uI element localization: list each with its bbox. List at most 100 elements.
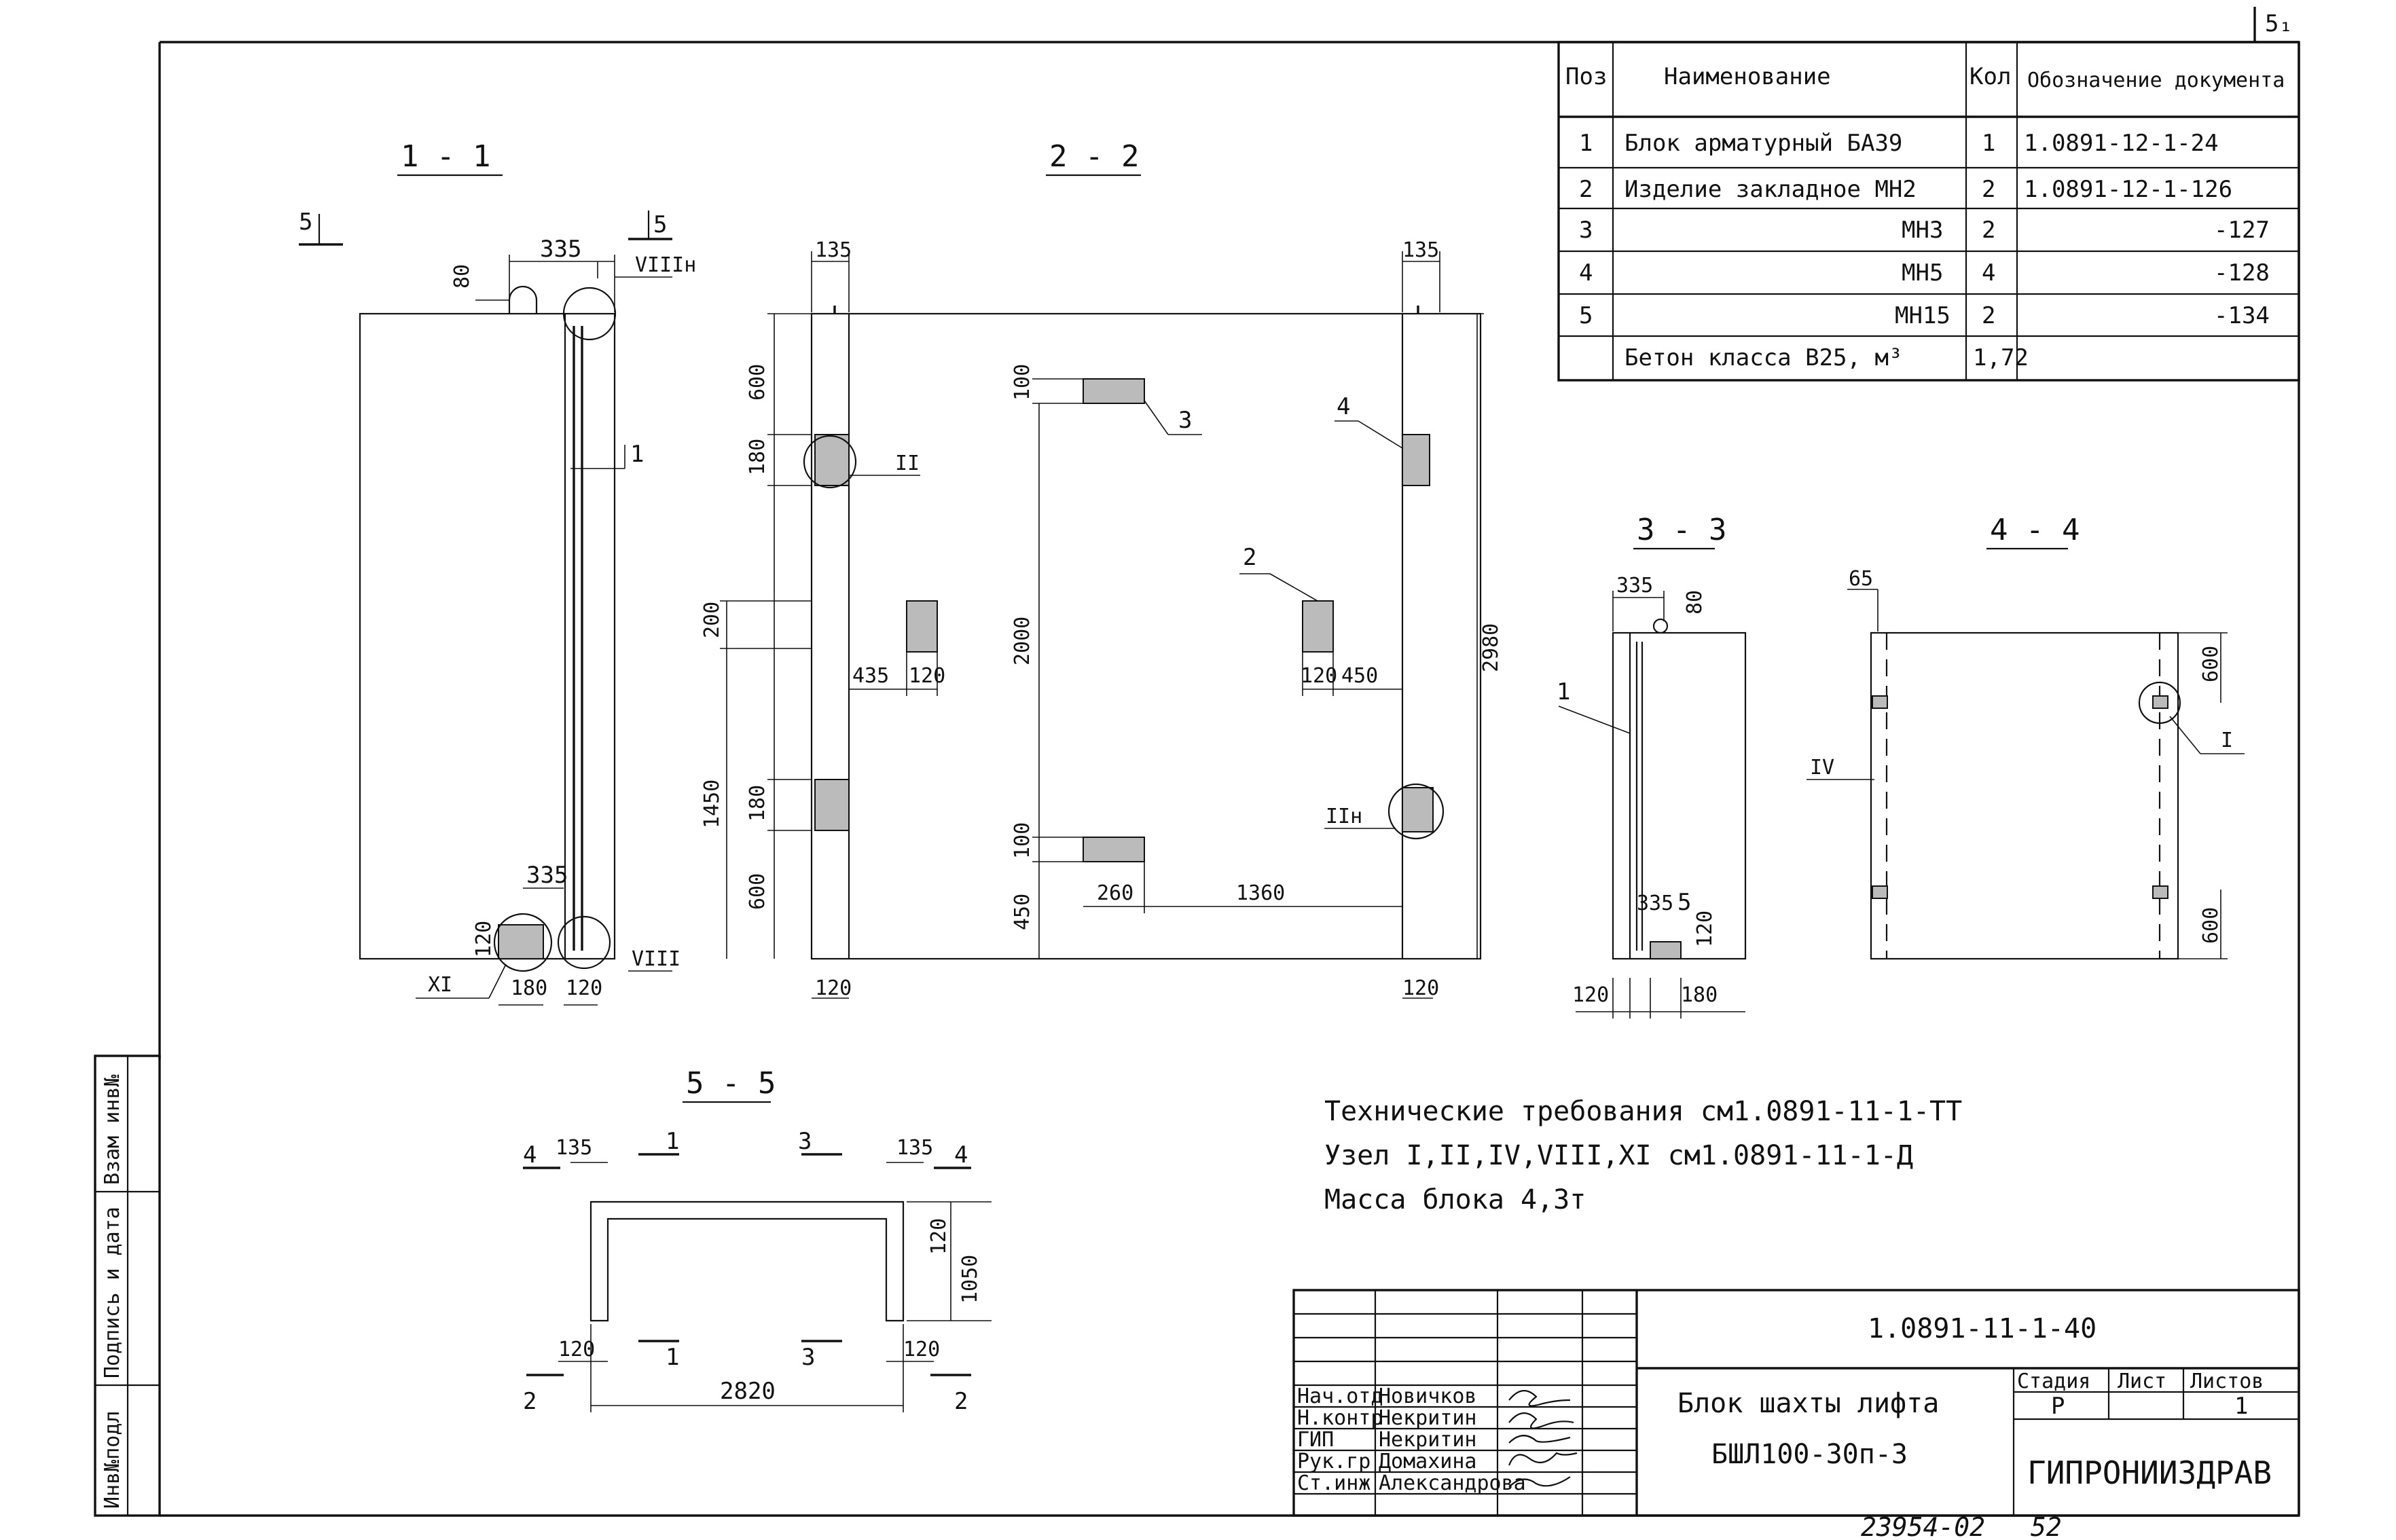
label-dims-d120: 120 xyxy=(927,1218,951,1255)
label-spec-rows-0-qty: 1 xyxy=(1982,130,1995,157)
label-dims-d200: 200 xyxy=(700,602,724,638)
list-item: ГИП Некритин xyxy=(1297,1428,1477,1452)
label-dims-d180: 180 xyxy=(746,785,769,822)
label-title_block-sheets: 1 xyxy=(2234,1393,2248,1420)
label-dims-d100: 100 xyxy=(1011,822,1034,859)
label-sections-s44: 4 - 4 xyxy=(1990,513,2080,547)
label-marks-p1: 1 xyxy=(1557,678,1570,705)
section-4-4: 4 - 4 65 600 600 IV I xyxy=(1807,513,2245,960)
label-spec-rows-4-pos: 5 xyxy=(1579,302,1593,329)
signatures xyxy=(1508,1390,1578,1488)
label-marks-p2: 2 xyxy=(1243,544,1256,571)
corner-sheet-number: 5₁ xyxy=(2265,10,2293,37)
side-stamp: Взам инв№ Подпись и дата Инв№подл xyxy=(94,1055,161,1517)
label-nodes-VIIIn: VIIIн xyxy=(635,253,696,277)
label-title_block-people-3-name: Домахина xyxy=(1379,1450,1477,1473)
label-dims-d335: 335 xyxy=(540,236,581,263)
organization-name: ГИПРОНИИЗДРАВ xyxy=(2027,1454,2272,1491)
label-nodes-XI: XI xyxy=(428,973,452,997)
label-sections-s33: 3 - 3 xyxy=(1637,513,1726,547)
spec-header-name: Наименование xyxy=(1664,63,1831,90)
label-dims-d2980: 2980 xyxy=(1479,623,1503,672)
label-dims-d120: 120 xyxy=(815,976,852,1000)
label-marks-c3: 3 xyxy=(801,1344,815,1371)
section-2-2: 2 - 2 135 135 600 180 180 600 xyxy=(700,139,1503,1000)
label-dims-d600: 600 xyxy=(746,364,769,401)
table-row: 4 МН5 4 -128 xyxy=(1579,259,2270,287)
label-dims-d120: 120 xyxy=(1301,664,1337,688)
label-title_block-people-3-role: Рук.гр xyxy=(1297,1450,1371,1473)
label-title_block-people-2-name: Некритин xyxy=(1379,1428,1477,1452)
label-title_block-people-4-name: Александрова xyxy=(1379,1471,1526,1495)
label-dims-d600: 600 xyxy=(746,873,769,910)
label-title_block-people-1-role: Н.контр xyxy=(1297,1406,1383,1430)
technical-notes: Технические требования см1.0891-11-1-ТТ … xyxy=(1324,1096,1962,1215)
label-spec-rows-2-name: МН3 xyxy=(1902,217,1943,244)
label-spec-rows-5-name: Бетон класса В25, м³ xyxy=(1624,344,1902,371)
label-nodes-I: I xyxy=(2221,729,2233,752)
footer-number: 23954-02 xyxy=(1861,1512,1985,1540)
spec-table: Поз Наименование Кол Обозначение докумен… xyxy=(1557,41,2300,382)
table-row: Бетон класса В25, м³ 1,72 xyxy=(1624,344,2029,371)
side-stamp-signature: Подпись и дата xyxy=(101,1207,124,1378)
label-dims-d120: 120 xyxy=(472,921,496,957)
label-marks-c5: 5 xyxy=(653,211,667,238)
label-marks-c2: 2 xyxy=(954,1388,968,1415)
label-dims-d450: 450 xyxy=(1341,664,1378,688)
label-dims-d335: 335 xyxy=(526,862,568,889)
label-title_block-sheet_label: Лист xyxy=(2118,1370,2166,1393)
spec-header-pos: Поз xyxy=(1565,63,1607,90)
footer-page: 52 xyxy=(2031,1512,2062,1540)
label-spec-rows-3-pos: 4 xyxy=(1579,259,1593,287)
label-spec-rows-0-pos: 1 xyxy=(1579,130,1593,157)
label-title_block-people-2-role: ГИП xyxy=(1297,1428,1334,1452)
label-spec-rows-2-doc: -127 xyxy=(2214,217,2270,244)
table-row: 2 Изделие закладное МН2 2 1.0891-12-1-12… xyxy=(1579,176,2232,203)
label-nodes-IIn: IIн xyxy=(1326,805,1362,828)
label-spec-rows-2-pos: 3 xyxy=(1579,217,1593,244)
label-marks-p3: 3 xyxy=(1178,407,1192,434)
list-item: Рук.гр Домахина xyxy=(1297,1450,1477,1473)
label-dims-d180: 180 xyxy=(746,439,769,475)
table-row: 1 Блок арматурный БА39 1 1.0891-12-1-24 xyxy=(1579,130,2219,157)
label-dims-d1050: 1050 xyxy=(958,1255,982,1304)
label-marks-c4: 4 xyxy=(523,1141,537,1169)
label-marks-p1: 1 xyxy=(630,441,644,468)
spec-header-doc: Обозначение документа xyxy=(2027,69,2285,92)
label-spec-rows-1-doc: 1.0891-12-1-126 xyxy=(2024,176,2232,203)
drawing-designation: 1.0891-11-1-40 xyxy=(1868,1313,2096,1344)
footer: 23954-02 52 xyxy=(1861,1512,2062,1540)
label-spec-rows-2-qty: 2 xyxy=(1982,217,1995,244)
label-dims-d260: 260 xyxy=(1097,881,1133,905)
drawing-title: Блок шахты лифта xyxy=(1677,1388,1939,1419)
label-spec-rows-3-qty: 4 xyxy=(1982,259,1995,287)
label-marks-p5: 5 xyxy=(1677,889,1691,916)
label-spec-rows-0-name: Блок арматурный БА39 xyxy=(1624,130,1902,157)
note-tech-requirements: Технические требования см1.0891-11-1-ТТ xyxy=(1324,1096,1962,1127)
section-3-3: 3 - 3 335 80 1 335 5 120 120 180 xyxy=(1557,513,1747,1019)
section-5-5: 5 - 5 2820 1050 120 120 120 135 135 4 4 … xyxy=(523,1066,992,1415)
label-spec-rows-4-name: МН15 xyxy=(1895,302,1950,329)
label-spec-rows-3-doc: -128 xyxy=(2214,259,2270,287)
label-dims-d120: 120 xyxy=(566,976,602,1000)
table-row: 5 МН15 2 -134 xyxy=(1579,302,2270,329)
label-dims-d65: 65 xyxy=(1849,567,1873,591)
label-sections-s55: 5 - 5 xyxy=(686,1066,776,1101)
label-nodes-IV: IV xyxy=(1810,756,1834,780)
label-marks-p4: 4 xyxy=(1337,393,1350,420)
label-title_block-people-1-name: Некритин xyxy=(1379,1406,1477,1430)
label-marks-c5: 5 xyxy=(299,208,312,236)
label-marks-c3: 3 xyxy=(798,1128,812,1155)
label-sections-s22: 2 - 2 xyxy=(1049,139,1139,174)
label-sections-s11: 1 - 1 xyxy=(401,139,490,174)
list-item: Н.контр Некритин xyxy=(1297,1406,1477,1430)
label-dims-d335: 335 xyxy=(1616,574,1653,598)
section-1-1: 1 - 1 5 5 335 80 1 VIIIн 335 180 1 xyxy=(299,139,696,1006)
label-title_block-people-4-role: Ст.инж xyxy=(1297,1471,1371,1495)
note-nodes: Узел I,II,IV,VIII,XI см1.0891-11-1-Д xyxy=(1324,1140,1913,1171)
label-title_block-stage: Р xyxy=(2051,1393,2065,1420)
label-spec-rows-1-pos: 2 xyxy=(1579,176,1593,203)
label-dims-d1450: 1450 xyxy=(700,780,724,828)
label-dims-d135: 135 xyxy=(896,1136,933,1160)
